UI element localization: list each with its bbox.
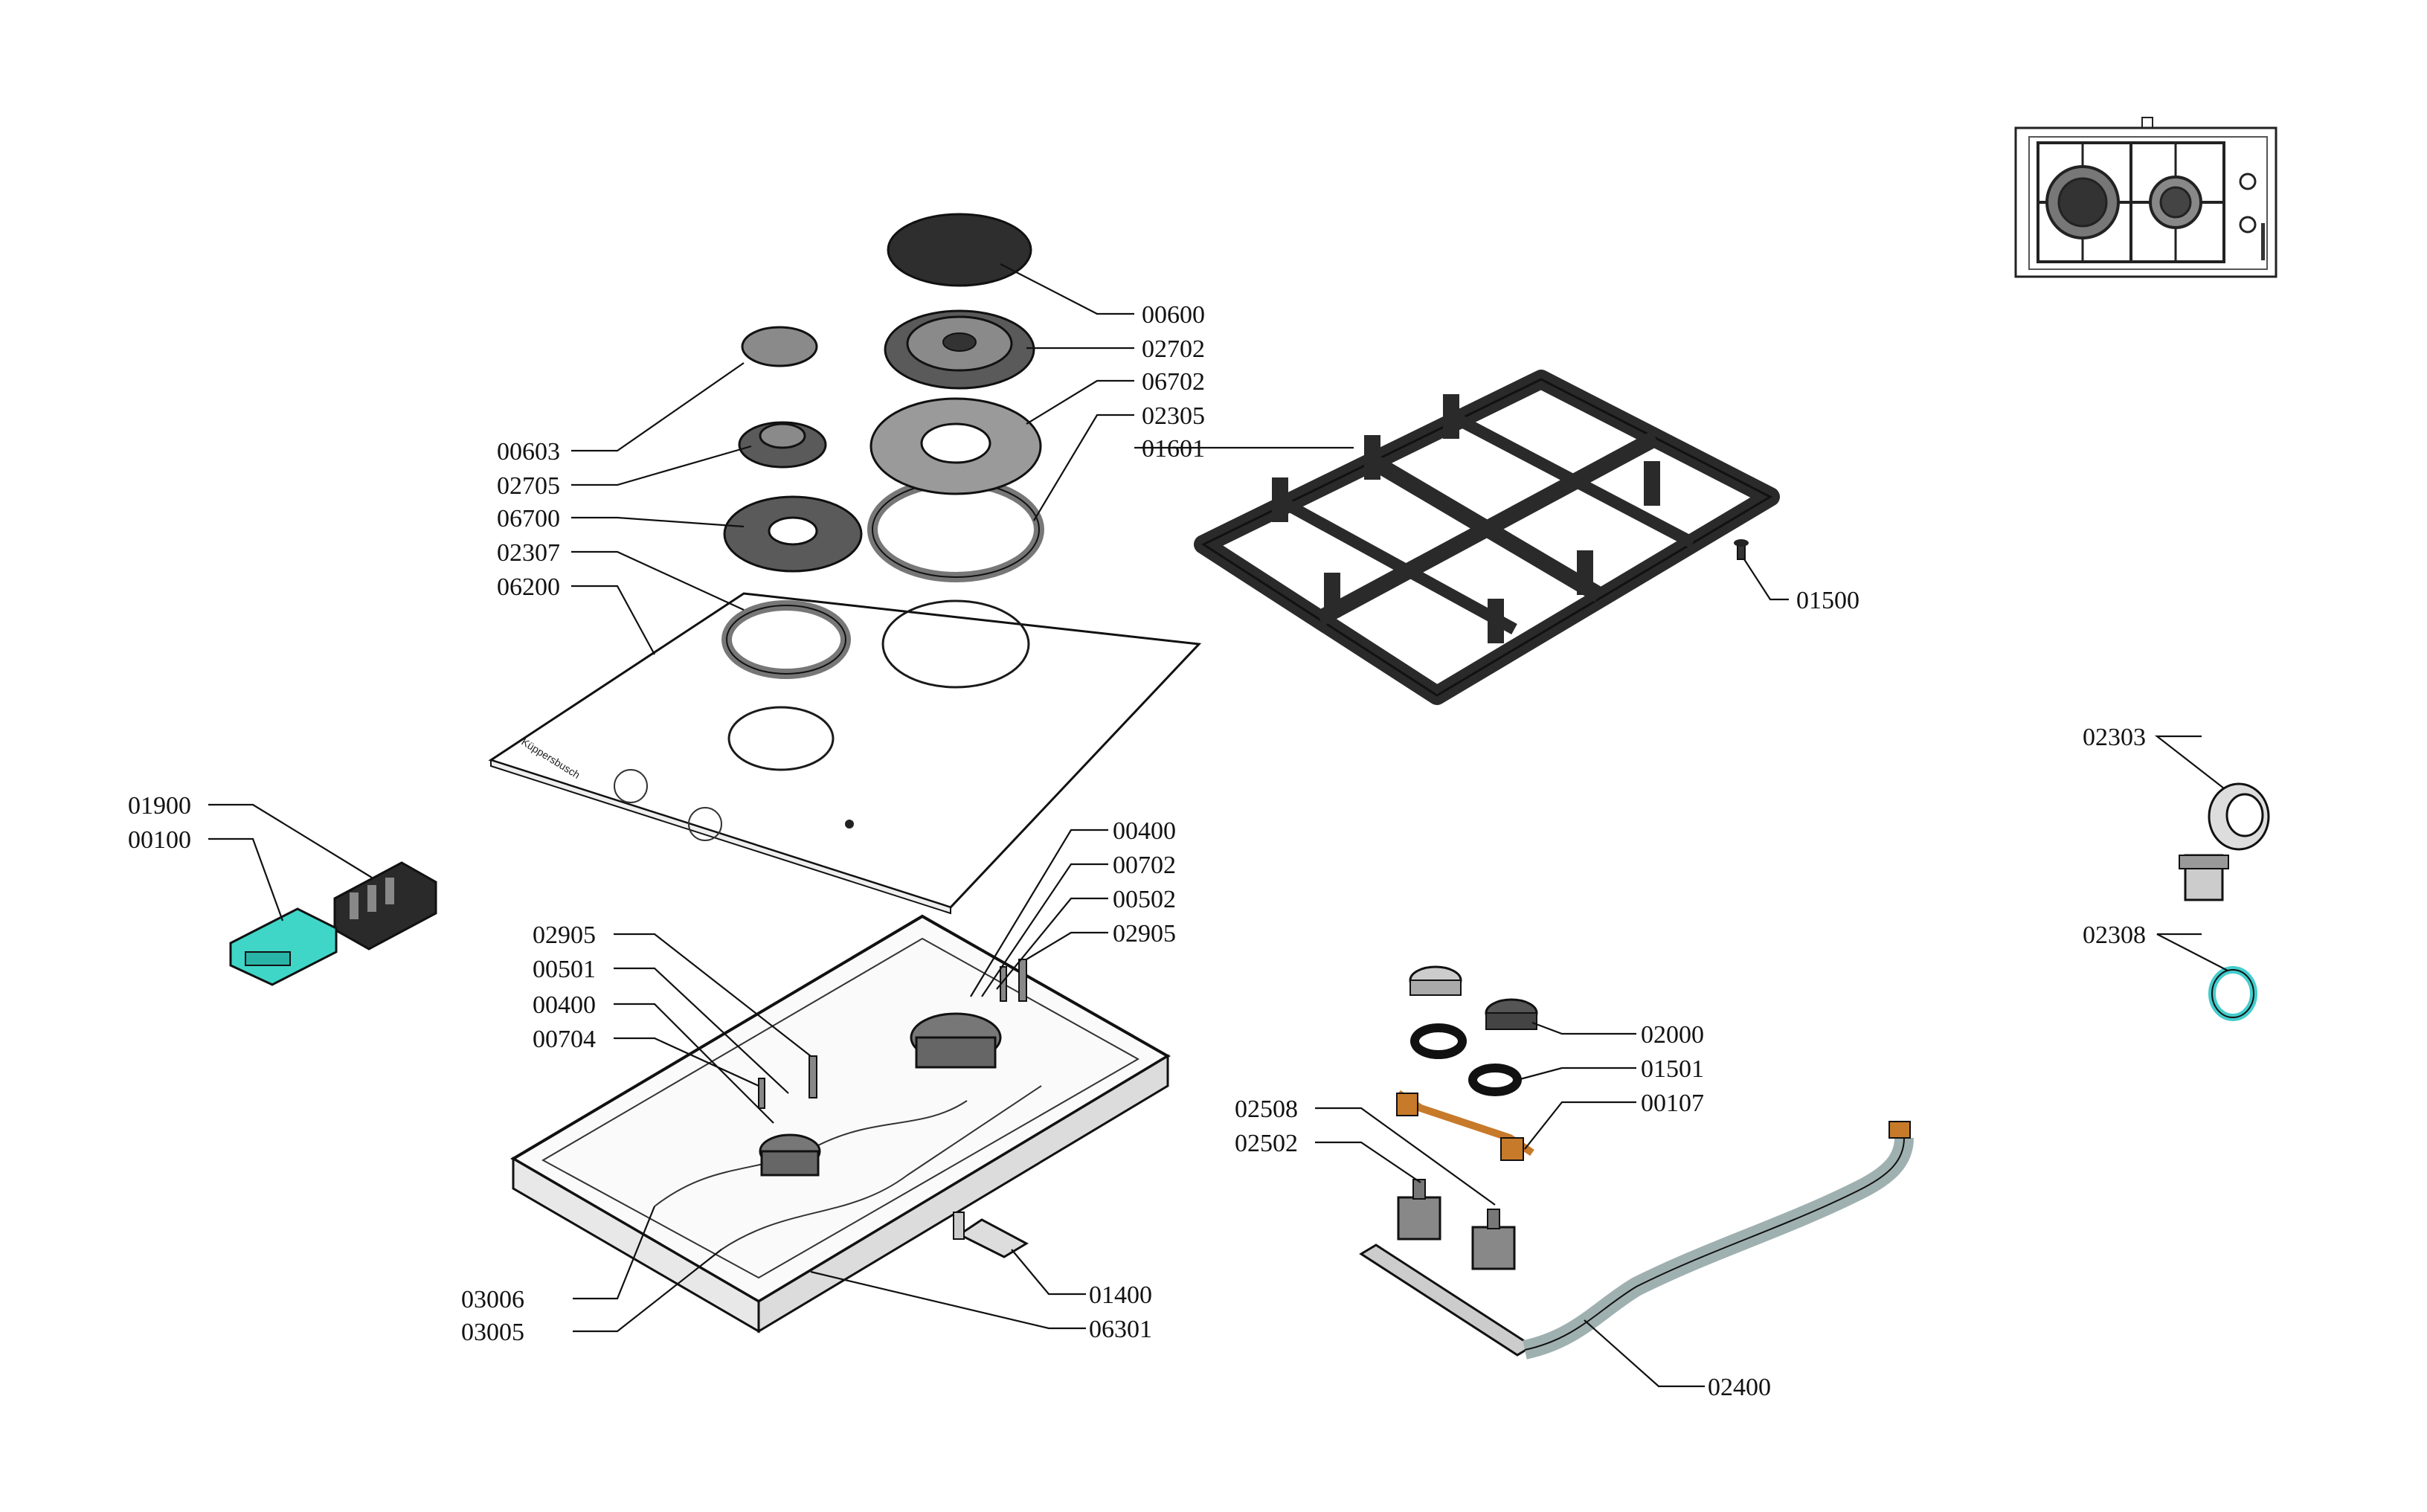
label-00502: 00502 bbox=[1113, 886, 1176, 913]
label-02305: 02305 bbox=[1142, 402, 1205, 430]
sealing-washer bbox=[2208, 966, 2257, 1021]
hob-thumbnail bbox=[2014, 117, 2277, 278]
terminal-block bbox=[333, 861, 437, 950]
label-00501: 00501 bbox=[533, 956, 596, 983]
label-02303: 02303 bbox=[2083, 724, 2146, 751]
burner-seal-large bbox=[867, 477, 1044, 582]
pan-support-grate bbox=[1194, 370, 1780, 705]
label-02502: 02502 bbox=[1235, 1130, 1298, 1157]
label-00107: 00107 bbox=[1641, 1090, 1704, 1117]
cooktop-glass-plate: Küppersbusch bbox=[488, 592, 1202, 915]
leader-lines bbox=[208, 263, 2228, 1388]
elbow-connector bbox=[2179, 782, 2270, 901]
label-06700: 06700 bbox=[497, 505, 560, 533]
label-02905-a: 02905 bbox=[533, 921, 596, 949]
label-02905-b: 02905 bbox=[1113, 920, 1176, 948]
gas-manifold-hose bbox=[1359, 1121, 1914, 1360]
label-00702: 00702 bbox=[1113, 852, 1176, 879]
label-02308: 02308 bbox=[2083, 921, 2146, 949]
label-03005: 03005 bbox=[461, 1319, 524, 1346]
label-06200: 06200 bbox=[497, 573, 560, 601]
label-02508: 02508 bbox=[1235, 1096, 1298, 1123]
label-00400-a: 00400 bbox=[1113, 817, 1176, 845]
control-knob-2 bbox=[1485, 998, 1538, 1030]
burner-crown-large bbox=[884, 309, 1035, 390]
knob-bezel-2 bbox=[1468, 1064, 1522, 1096]
label-02702: 02702 bbox=[1142, 335, 1205, 363]
gas-tap-2 bbox=[1471, 1209, 1516, 1270]
burner-cap-large bbox=[887, 213, 1032, 287]
burner-base-small bbox=[723, 495, 863, 573]
label-02307: 02307 bbox=[497, 539, 560, 567]
burner-seal-small bbox=[721, 600, 851, 679]
label-06702: 06702 bbox=[1142, 368, 1205, 396]
hob-tray bbox=[510, 914, 1171, 1334]
label-00704: 00704 bbox=[533, 1026, 596, 1053]
burner-crown-small bbox=[738, 421, 827, 469]
label-01501: 01501 bbox=[1641, 1055, 1704, 1083]
label-00600: 00600 bbox=[1142, 301, 1205, 329]
label-02000: 02000 bbox=[1641, 1021, 1704, 1049]
switch-bracket bbox=[1396, 1090, 1534, 1161]
label-01400: 01400 bbox=[1089, 1281, 1152, 1309]
label-03006: 03006 bbox=[461, 1286, 524, 1313]
label-02400: 02400 bbox=[1708, 1374, 1771, 1401]
control-knob-1 bbox=[1409, 965, 1462, 996]
label-00603: 00603 bbox=[497, 438, 560, 466]
tray-bracket bbox=[953, 1212, 1029, 1258]
cable-clamp bbox=[229, 907, 338, 986]
label-01500: 01500 bbox=[1796, 587, 1859, 614]
label-00400-b: 00400 bbox=[533, 991, 596, 1019]
burner-cap-small bbox=[741, 326, 818, 367]
label-01601: 01601 bbox=[1142, 435, 1205, 463]
knob-bezel-1 bbox=[1410, 1023, 1467, 1059]
grate-foot-screw bbox=[1734, 539, 1749, 560]
label-01900: 01900 bbox=[128, 792, 191, 820]
label-02705: 02705 bbox=[497, 472, 560, 500]
burner-base-large bbox=[869, 397, 1042, 495]
label-06301: 06301 bbox=[1089, 1316, 1152, 1343]
gas-tap-1 bbox=[1397, 1179, 1441, 1241]
label-00100: 00100 bbox=[128, 826, 191, 854]
part-labels: 00600 02702 06702 02305 01601 00603 0270… bbox=[128, 301, 2146, 1401]
